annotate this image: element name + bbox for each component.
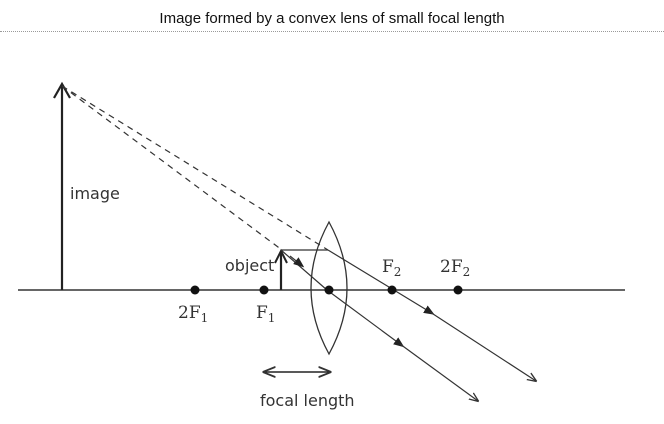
- label-f1-sub: 1: [268, 311, 276, 325]
- focal-length-label: focal length: [260, 391, 355, 410]
- image-label: image: [70, 184, 120, 203]
- point-2f2: [453, 285, 463, 295]
- virtual-ray-2: [61, 85, 283, 251]
- point-f2: [387, 285, 397, 295]
- title-divider: [0, 31, 664, 32]
- ray-through-centre-end: [399, 343, 478, 401]
- virtual-ray-1: [61, 85, 329, 251]
- label-f1-base: F: [256, 303, 268, 323]
- diagram-title: Image formed by a convex lens of small f…: [159, 10, 505, 27]
- label-f2: F2: [382, 257, 401, 279]
- point-2f1: [190, 285, 200, 295]
- object-label: object: [225, 256, 274, 275]
- label-2f2: 2F2: [440, 257, 470, 279]
- ray-through-centre-out: [326, 289, 405, 348]
- ray-through-centre: [280, 249, 328, 291]
- virtual-ray-2-arrow: [289, 255, 305, 268]
- convex-lens: [310, 220, 348, 356]
- image-arrow-head: [53, 81, 71, 99]
- label-f2-sub: 2: [394, 265, 402, 279]
- label-2f1-base: 2F: [178, 303, 201, 323]
- label-2f1-sub: 1: [201, 311, 209, 325]
- ray-refracted-through-f2: [327, 249, 435, 315]
- label-2f2-sub: 2: [463, 265, 471, 279]
- label-f2-base: F: [382, 257, 394, 277]
- object-arrow-head: [274, 248, 288, 264]
- label-2f2-base: 2F: [440, 257, 463, 277]
- point-f1: [259, 285, 269, 295]
- label-2f1: 2F1: [178, 303, 208, 325]
- point-optical-centre: [324, 285, 334, 295]
- ray-refracted-through-f2-end: [429, 311, 536, 381]
- label-f1: F1: [256, 303, 275, 325]
